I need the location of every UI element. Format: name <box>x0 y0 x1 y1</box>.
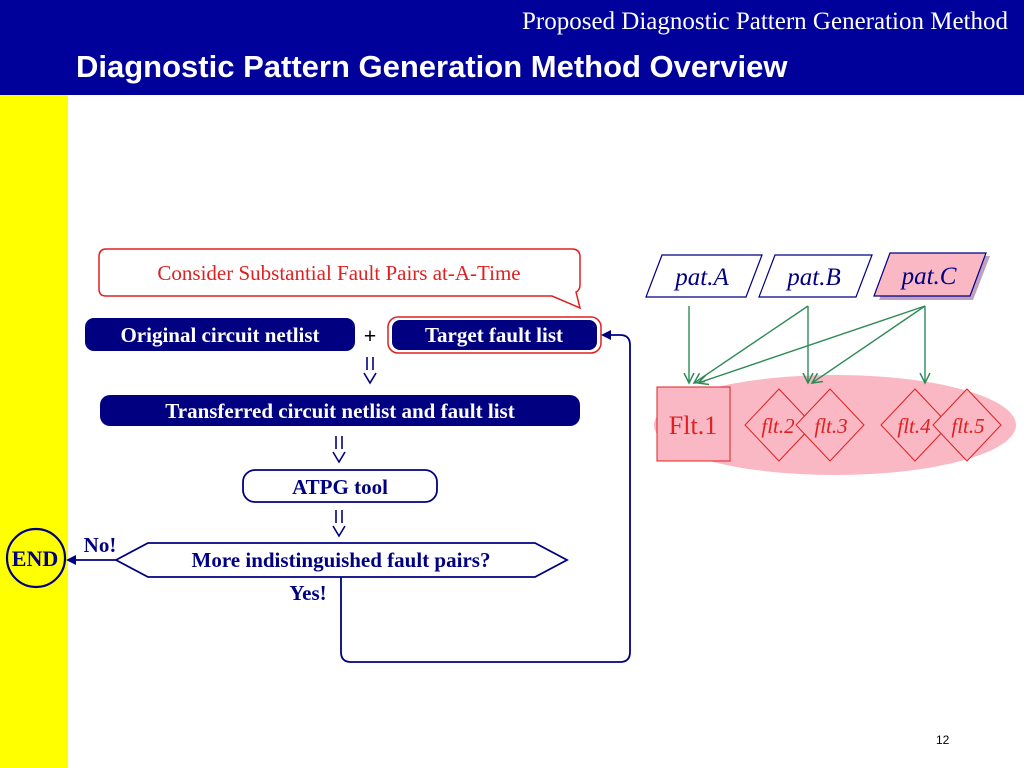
transferred-label: Transferred circuit netlist and fault li… <box>165 399 514 423</box>
yes-loop-arrow <box>340 330 631 663</box>
fault-diamond-2 <box>744 388 814 462</box>
fault-diamond-4 <box>880 388 950 462</box>
fault-diamond-3 <box>795 388 865 462</box>
original-netlist-box <box>85 318 355 351</box>
pattern-box-b <box>758 254 873 298</box>
fault-box-primary <box>656 386 731 462</box>
decision-box <box>114 542 569 578</box>
flow-arrow-2 <box>332 436 346 464</box>
callout-box <box>98 248 582 310</box>
header-bar: Proposed Diagnostic Pattern Generation M… <box>0 0 1024 95</box>
flow-arrow-3 <box>332 510 346 538</box>
pattern-box-c <box>873 252 987 297</box>
fault-label-4: flt.4 <box>897 414 931 438</box>
no-label: No! <box>84 533 117 557</box>
end-node <box>5 527 67 589</box>
pattern-label-c: pat.C <box>900 263 957 290</box>
pattern-box-a <box>645 254 763 298</box>
atpg-label: ATPG tool <box>292 475 388 499</box>
fault-label-5: flt.5 <box>951 414 984 438</box>
decision-label: More indistinguished fault pairs? <box>192 548 491 572</box>
fault-diamond-5 <box>932 388 1002 462</box>
end-label: END <box>12 546 58 571</box>
callout-text: Consider Substantial Fault Pairs at-A-Ti… <box>157 261 520 285</box>
flow-arrow-1 <box>363 357 377 385</box>
fault-label-3: flt.3 <box>814 414 847 438</box>
slide-title: Diagnostic Pattern Generation Method Ove… <box>76 49 788 84</box>
arrow-b-flt1 <box>694 305 809 383</box>
target-fault-list-box <box>392 320 597 350</box>
pattern-label-a: pat.A <box>673 264 729 291</box>
fault-label-primary: Flt.1 <box>669 411 717 440</box>
pattern-arrows <box>689 305 926 383</box>
page-number: 12 <box>936 733 950 747</box>
yes-label: Yes! <box>289 581 326 605</box>
arrow-c-flt3 <box>812 305 926 383</box>
side-bar <box>0 95 68 768</box>
fault-label-2: flt.2 <box>761 414 795 438</box>
plus-sign: + <box>364 323 377 348</box>
transferred-box <box>100 395 580 426</box>
original-netlist-label: Original circuit netlist <box>120 323 319 347</box>
section-title: Proposed Diagnostic Pattern Generation M… <box>521 8 1008 35</box>
arrow-c-flt1 <box>698 305 926 383</box>
pattern-label-b: pat.B <box>785 264 840 291</box>
target-fault-list-label: Target fault list <box>425 323 563 347</box>
atpg-box <box>242 469 438 503</box>
